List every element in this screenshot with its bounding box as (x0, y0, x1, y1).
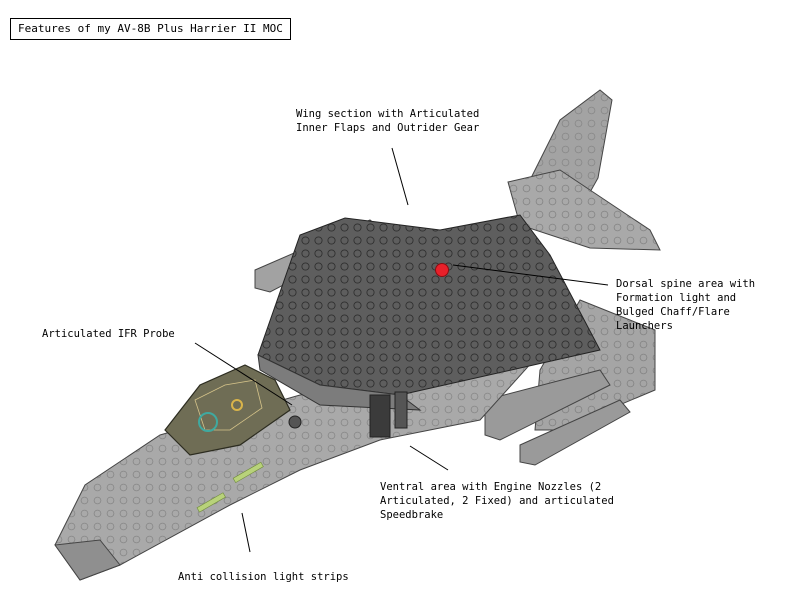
callout-line: Formation light and (616, 292, 737, 304)
leader-line-wing (391, 147, 409, 206)
engine-nozzles (369, 391, 408, 438)
leader-line-anticollision (241, 512, 251, 553)
callout-line: Wing section with Articulated (296, 108, 480, 120)
leader-line-ventral (409, 445, 449, 471)
formation-light (435, 263, 449, 277)
callout-anticollision-strips: Anti collision light strips (178, 570, 349, 584)
callout-wing-section: Wing section with Articulated Inner Flap… (296, 107, 479, 135)
leader-line-dorsal (452, 264, 609, 286)
tail-stabilizers (507, 169, 661, 251)
anticollision-light-strips (196, 461, 264, 513)
callout-ifr-probe: Articulated IFR Probe (42, 327, 175, 341)
diagram-title: Features of my AV-8B Plus Harrier II MOC (10, 18, 291, 40)
main-wing (257, 214, 601, 411)
ifr-probe (288, 415, 302, 429)
callout-line: Anti collision light strips (178, 571, 349, 583)
leader-lines (194, 147, 609, 553)
leader-line-ifr (194, 342, 293, 406)
callout-line: Launchers (616, 320, 673, 332)
right-outrigger (484, 299, 656, 466)
callout-line: Speedbrake (380, 509, 444, 521)
callout-line: Ventral area with Engine Nozzles (2 (380, 481, 602, 493)
callout-line: Articulated IFR Probe (42, 328, 175, 340)
callout-dorsal-spine: Dorsal spine area with Formation light a… (616, 277, 755, 333)
callout-line: Inner Flaps and Outrider Gear (296, 122, 480, 134)
canopy (164, 364, 291, 456)
callout-line: Dorsal spine area with (616, 278, 756, 290)
callout-line: Bulged Chaff/Flare (616, 306, 730, 318)
callout-ventral-area: Ventral area with Engine Nozzles (2 Arti… (380, 480, 614, 522)
callout-line: Articulated, 2 Fixed) and articulated (380, 495, 614, 507)
